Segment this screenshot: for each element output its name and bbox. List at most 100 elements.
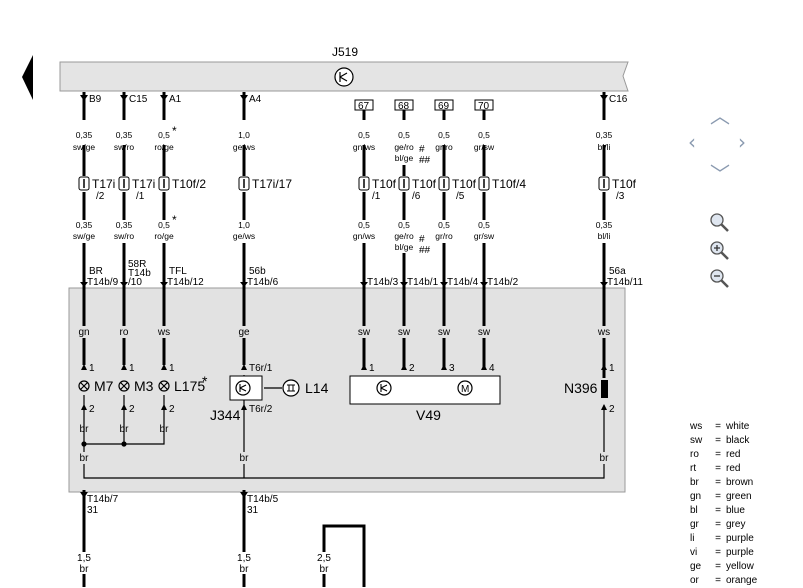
wire-color: bl/li: [598, 142, 611, 152]
electronic-symbol-icon: [376, 380, 392, 396]
pin-label: B9: [89, 94, 102, 105]
legend-row: gn=green: [690, 490, 757, 504]
legend-equals: =: [715, 477, 721, 488]
signal-label: 58R: [128, 259, 146, 270]
wire-color: ge/ro: [394, 231, 414, 241]
legend-row: ge=yellow: [690, 560, 757, 574]
terminal-label: T14b/11: [607, 277, 643, 288]
connector-label: T10f: [612, 177, 637, 191]
wire-color: ge/ro: [394, 142, 414, 152]
wire-color: gr/sw: [474, 231, 495, 241]
wire-color: ge: [238, 327, 250, 338]
wire-color: sw/ro: [114, 142, 135, 152]
legend-row: br=brown: [690, 476, 757, 490]
control-unit-label: J519: [332, 45, 358, 59]
wire-color: ro/ge: [154, 142, 174, 152]
wire-color: br: [80, 453, 90, 464]
pin-number: 2: [409, 363, 415, 374]
pin-number: 1: [89, 363, 95, 374]
back-arrow-icon[interactable]: [22, 55, 33, 100]
connector-pin: /1: [136, 191, 145, 202]
component-label: M3: [134, 378, 154, 394]
component-label: V49: [416, 407, 441, 423]
electronic-symbol-icon: [334, 67, 354, 87]
wire-gauge: 0,5: [358, 220, 370, 230]
navigation-controls: ︿ ‹ › ﹀: [680, 100, 760, 300]
reference-boxes: 67 68 69 70: [354, 99, 494, 112]
legend-equals: =: [715, 463, 721, 474]
nav-left-icon[interactable]: ‹: [688, 130, 696, 154]
pin-number: T6r/1: [249, 363, 273, 374]
wire-color: sw: [438, 327, 451, 338]
pin-number: 1: [369, 363, 375, 374]
connector-pin: /6: [412, 191, 421, 202]
wire-gauge: 2,5: [317, 553, 331, 564]
ref-number: 68: [398, 101, 410, 112]
component-label: N396: [564, 380, 598, 396]
zoom-out-icon[interactable]: [709, 268, 731, 290]
ref-number: 67: [358, 101, 370, 112]
wire-gauge: 0,5: [478, 220, 490, 230]
terminal-label: T14b/7: [87, 494, 119, 505]
legend-equals: =: [715, 449, 721, 460]
pin-number: 31: [247, 505, 259, 516]
wire-gauge: 0,5: [478, 130, 490, 140]
connector-pin: /2: [96, 191, 105, 202]
nav-up-icon[interactable]: ︿: [710, 104, 730, 128]
wire-color: bl/ge: [395, 242, 414, 252]
wire-color: br: [240, 564, 250, 575]
wire-color: br: [160, 424, 170, 435]
connector-label: T17i/17: [252, 177, 292, 191]
footnote-star: *: [202, 373, 208, 389]
pin-number: 2: [609, 404, 615, 415]
legend-row: rt=red: [690, 462, 757, 476]
pin-number: 2: [89, 404, 95, 415]
pin-label: A4: [249, 94, 262, 105]
legend-row: or=orange: [690, 574, 757, 588]
wire-gauge: 1,0: [238, 130, 250, 140]
connector-label: T10f: [452, 177, 477, 191]
legend-row: gr=grey: [690, 518, 757, 532]
legend-equals: =: [715, 561, 721, 572]
signal-label: T14b: [128, 268, 151, 279]
wire-color: sw/ge: [73, 142, 95, 152]
legend-value: green: [726, 491, 752, 502]
terminal-label: T14b/2: [487, 277, 519, 288]
wire-gauge: 0,5: [358, 130, 370, 140]
legend-row: bl=blue: [690, 504, 757, 518]
wire-color: gr/ro: [435, 142, 453, 152]
connector-label: T10f: [412, 177, 437, 191]
legend-equals: =: [715, 547, 721, 558]
wire-gauge: 1,5: [237, 553, 251, 564]
connector-label: T17i: [92, 177, 115, 191]
component-label: J344: [210, 407, 241, 423]
footnote-hash: ##: [419, 155, 431, 166]
pin-label: C16: [609, 94, 628, 105]
legend-key: gr: [690, 519, 699, 530]
wire-gauge: 0,35: [596, 130, 613, 140]
wire-gauge: 1,5: [77, 553, 91, 564]
legend-value: purple: [726, 547, 754, 558]
legend-equals: =: [715, 505, 721, 516]
pin-number: 31: [87, 505, 99, 516]
legend-key: ws: [690, 421, 703, 432]
wire-color: sw: [478, 327, 491, 338]
wire-color: sw/ro: [114, 231, 135, 241]
legend-key: vi: [690, 547, 698, 558]
legend-equals: =: [715, 533, 721, 544]
footnote-star: *: [172, 124, 177, 138]
nav-right-icon[interactable]: ›: [738, 130, 746, 154]
terminal-label: T14b/9: [87, 277, 119, 288]
zoom-in-icon[interactable]: [709, 240, 731, 262]
wire-color: ro: [120, 327, 129, 338]
wire-gauge: 1,0: [238, 220, 250, 230]
component-label: M7: [94, 378, 114, 394]
legend-key: or: [690, 575, 699, 586]
nav-down-icon[interactable]: ﹀: [710, 162, 730, 186]
zoom-icon[interactable]: [709, 212, 731, 234]
legend-equals: =: [715, 519, 721, 530]
terminal-label: T14b/6: [247, 277, 279, 288]
wire-color: sw: [398, 327, 411, 338]
resistor-n396: [601, 380, 608, 398]
